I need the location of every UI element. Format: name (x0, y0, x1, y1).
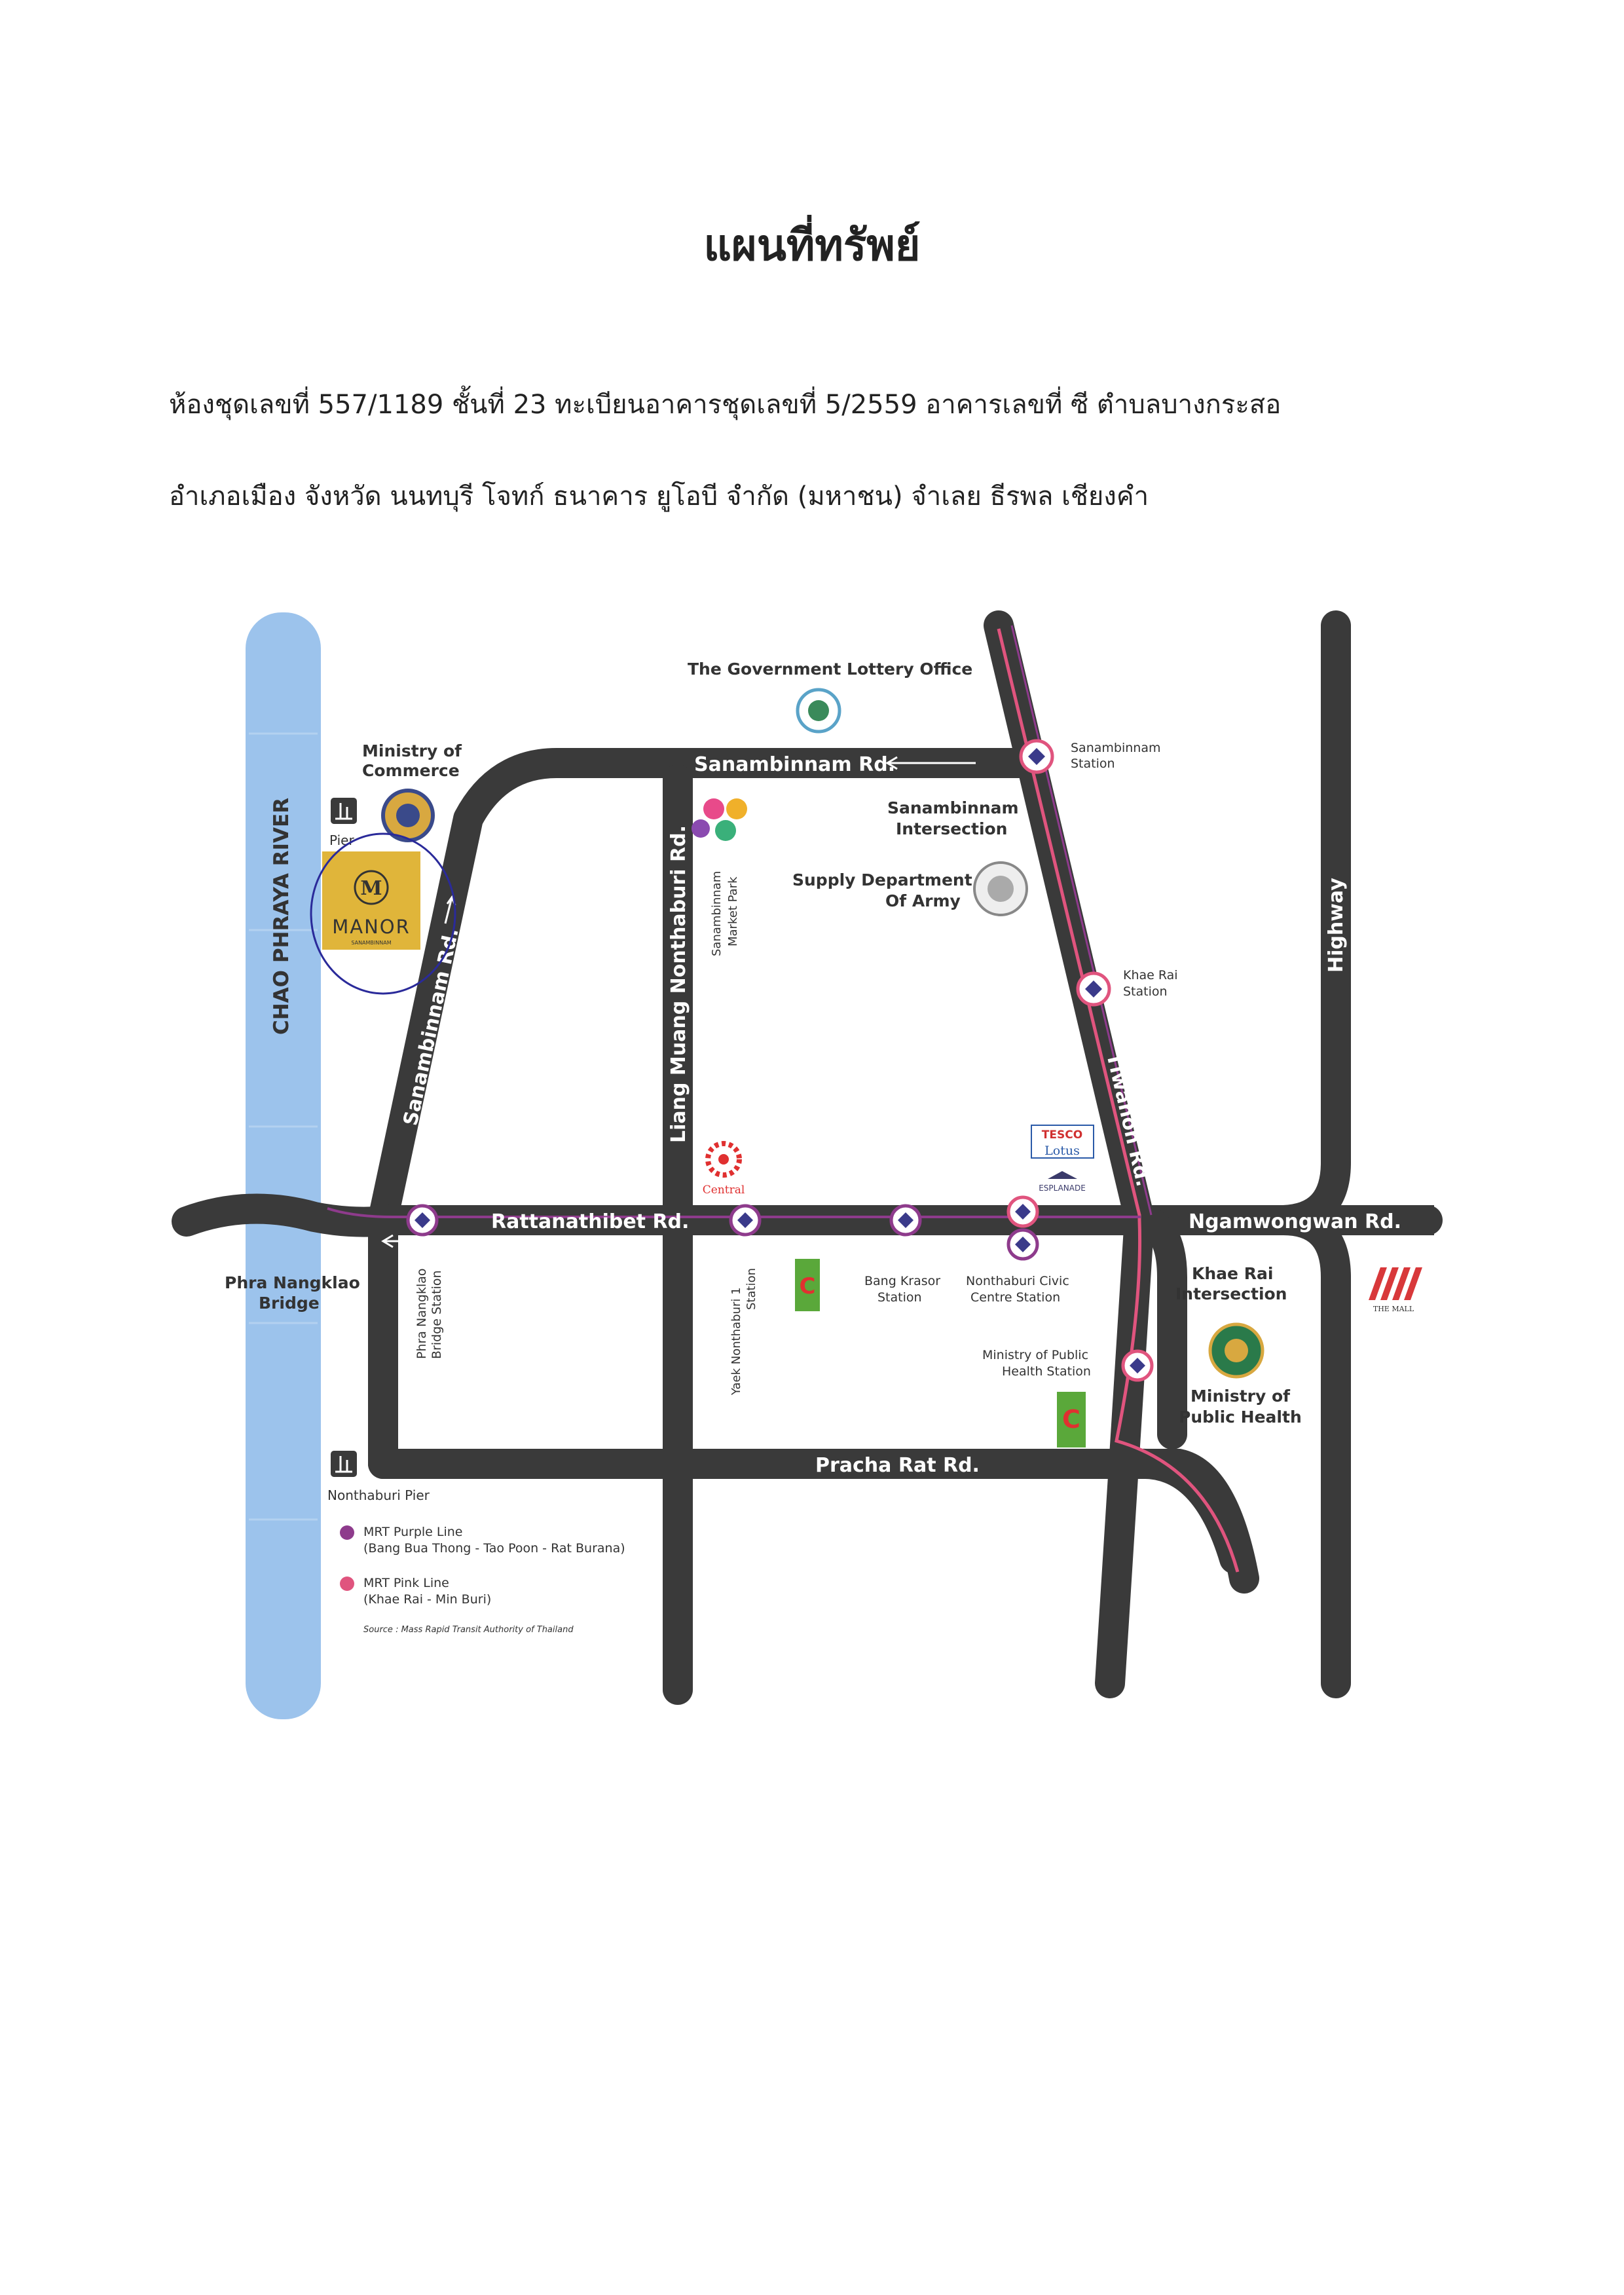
label-moph-1: Ministry of (1190, 1387, 1291, 1406)
label-lottery-office: The Government Lottery Office (688, 660, 972, 679)
manor-sub-label: SANAMBINNAM (351, 940, 391, 946)
legend-source: Source : Mass Rapid Transit Authority of… (363, 1625, 574, 1635)
the-mall-label: THE MALL (1373, 1305, 1414, 1313)
label-sanambinnam-station-2: Station (1071, 756, 1115, 771)
sanambinnam-edge-line (1010, 625, 1153, 1216)
label-ministry-commerce-1: Ministry of (362, 741, 462, 760)
lotus-label: Lotus (1044, 1144, 1080, 1158)
property-highlight-circle (310, 832, 456, 995)
svg-text:C: C (1062, 1405, 1080, 1434)
manor-logo (322, 851, 420, 950)
label-phra-nangklao-bridge-1: Phra Nangklao (225, 1273, 360, 1292)
label-ngamwongwan: Ngamwongwan Rd. (1189, 1210, 1401, 1233)
legend-purple-dot (340, 1525, 354, 1540)
label-pier-top: Pier (329, 832, 354, 848)
mrt-khae-rai-station-icon (1076, 971, 1111, 1007)
label-khae-rai-station-2: Station (1123, 984, 1168, 999)
label-nonthaburi-pier: Nonthaburi Pier (327, 1487, 430, 1503)
manor-m-icon (354, 870, 389, 905)
label-sanambinnam-intersection-1: Sanambinnam (887, 798, 1019, 817)
label-phra-nangklao-station-2: Bridge Station (430, 1270, 444, 1359)
road-pracha-rat-curve (1095, 1449, 1259, 1594)
nonthaburi-pier-icon (331, 1451, 357, 1477)
manor-label: MANOR (332, 916, 411, 938)
tesco-lotus-logo (1031, 1125, 1094, 1159)
chao-phraya-river (246, 612, 321, 1719)
label-sanambinnam-top: Sanambinnam Rd. (694, 753, 895, 776)
arrow-sanambinnam-top (885, 756, 976, 770)
label-rattanathibet: Rattanathibet Rd. (491, 1210, 689, 1233)
legend-pink-1: MRT Pink Line (363, 1576, 449, 1590)
label-khae-rai-intersection-2: Intersection (1175, 1284, 1287, 1303)
mrt-sanambinnam-station-icon (1019, 739, 1054, 774)
esplanade-logo-icon (1048, 1171, 1077, 1179)
ngamwongwan-road-block (1172, 1205, 1434, 1235)
label-pracha-rat: Pracha Rat Rd. (815, 1454, 980, 1477)
big-c-logo-top (795, 1259, 820, 1311)
label-civic-centre-1: Nonthaburi Civic (966, 1274, 1069, 1288)
legend-pink-dot (340, 1577, 354, 1591)
label-market-park-1: Sanambinnam (710, 871, 724, 956)
svg-text:C: C (800, 1273, 816, 1299)
label-khae-rai-station-1: Khae Rai (1123, 968, 1178, 982)
page-title: แผนที่ทรัพย์ (703, 219, 921, 271)
label-bang-krasor-1: Bang Krasor (864, 1274, 940, 1288)
mrt-bang-krasor-station-icon (889, 1204, 922, 1237)
svg-text:M: M (360, 877, 382, 900)
road-ngamwongwan-connector (1124, 1203, 1187, 1449)
label-market-park-2: Market Park (726, 876, 740, 946)
legend-purple-1: MRT Purple Line (363, 1525, 463, 1539)
mrt-phra-nangklao-station-icon (406, 1204, 439, 1237)
river-texture (249, 732, 318, 1521)
legend-purple-2: (Bang Bua Thong - Tao Poon - Rat Burana) (363, 1541, 625, 1556)
the-mall-logo-icon (1369, 1267, 1422, 1300)
label-yaek-station-2: Station (745, 1268, 758, 1310)
label-liang-muang: Liang Muang Nonthaburi Rd. (667, 825, 690, 1143)
mrt-yaek-nonthaburi-station-icon (729, 1204, 762, 1237)
label-supply-department-2: Of Army (885, 891, 961, 910)
tesco-label: TESCO (1042, 1129, 1082, 1142)
label-yaek-station-1: Yaek Nonthaburi 1 (729, 1287, 743, 1396)
mrt-purple-line (327, 1207, 1141, 1218)
road-sanambinnam-top (368, 748, 1043, 1233)
mrt-pink-line (997, 628, 1240, 1573)
pier-icon (331, 798, 357, 824)
legend-pink-2: (Khae Rai - Min Buri) (363, 1592, 491, 1607)
big-c-logo-bottom (1057, 1392, 1086, 1447)
esplanade-label: ESPLANADE (1039, 1184, 1086, 1193)
label-highway: Highway (1325, 878, 1348, 973)
label-sanambinnam-station-1: Sanambinnam (1071, 741, 1160, 755)
arrow-rattanathibet (381, 1234, 471, 1248)
label-moph-station-1: Ministry of Public (982, 1348, 1088, 1362)
property-description-line-1: ห้องชุดเลขที่ 557/1189 ชั้นที่ 23 ทะเบีย… (169, 390, 1282, 420)
label-khae-rai-intersection-1: Khae Rai (1192, 1264, 1273, 1283)
label-civic-centre-2: Centre Station (970, 1290, 1060, 1305)
market-park-logo-icon (692, 798, 747, 841)
label-phra-nangklao-station-1: Phra Nangklao (415, 1268, 429, 1359)
mrt-civic-centre-station-icon (1006, 1195, 1039, 1261)
label-supply-department-1: Supply Department (792, 870, 972, 889)
label-phra-nangklao-bridge-2: Bridge (259, 1294, 320, 1313)
label-sanambinnam-intersection-2: Intersection (896, 819, 1007, 838)
central-label: Central (703, 1184, 745, 1197)
mrt-moph-station-icon (1121, 1349, 1154, 1382)
label-bang-krasor-2: Station (877, 1290, 922, 1305)
property-description-line-2: อำเภอเมือง จังหวัด นนทบุรี โจทก์ ธนาคาร … (169, 481, 1149, 512)
river-label: CHAO PHRAYA RIVER (270, 798, 293, 1035)
central-logo-icon (705, 1141, 742, 1178)
label-moph-2: Public Health (1179, 1408, 1302, 1427)
label-ministry-commerce-2: Commerce (362, 761, 460, 780)
label-moph-station-2: Health Station (1002, 1364, 1091, 1379)
